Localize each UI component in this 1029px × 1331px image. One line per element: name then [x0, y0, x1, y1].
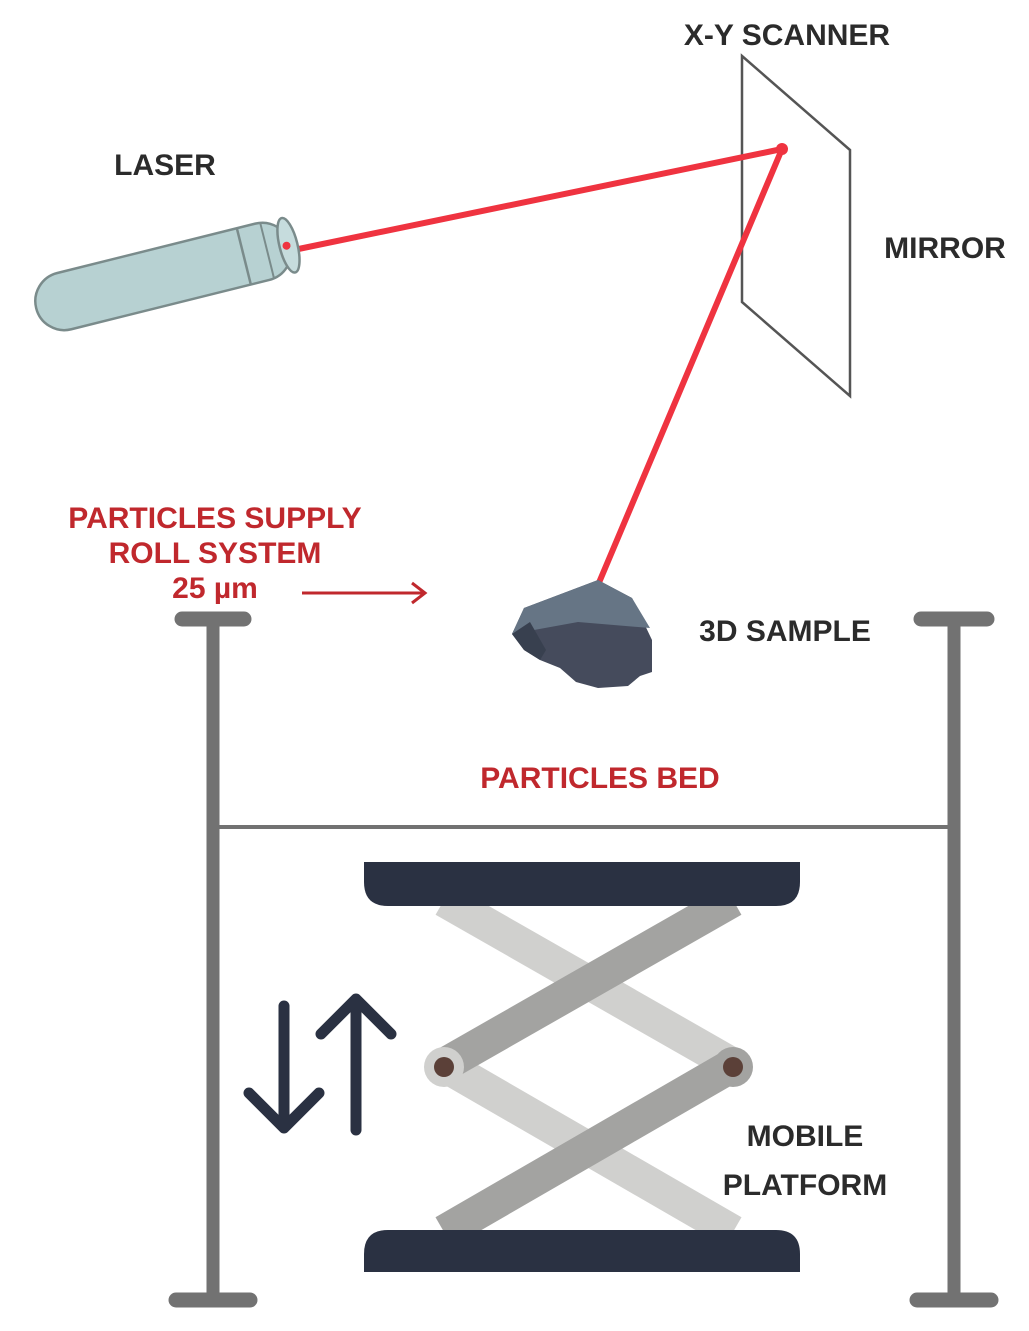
pivot-right [723, 1057, 743, 1077]
sample-rock-icon [512, 580, 652, 688]
mirror-panel-icon [740, 53, 852, 399]
left-frame-post [168, 611, 258, 1308]
platform-bottom-plate [364, 1230, 800, 1272]
supply-label-line1: PARTICLES SUPPLY [68, 502, 361, 535]
supply-label-line3: 25 µm [172, 572, 258, 605]
scanner-label: X-Y SCANNER [684, 19, 890, 52]
up-down-arrows-icon [243, 993, 397, 1136]
platform-label-line1: MOBILE [747, 1120, 864, 1153]
laser-beam [281, 143, 788, 588]
beam-reflection-point [776, 143, 788, 155]
pivot-left [434, 1057, 454, 1077]
supply-label-line2: ROLL SYSTEM [109, 537, 322, 570]
platform-label-line2: PLATFORM [723, 1169, 887, 1202]
laser-label: LASER [114, 149, 216, 182]
mirror-label: MIRROR [884, 232, 1006, 265]
laser-emitter-icon [34, 216, 301, 332]
platform-top-plate [364, 862, 800, 906]
supply-arrow-icon [302, 581, 428, 605]
sample-label: 3D SAMPLE [699, 615, 871, 648]
right-frame-post [909, 611, 999, 1308]
scissor-lift-icon [364, 862, 800, 1272]
bed-label: PARTICLES BED [480, 762, 719, 795]
